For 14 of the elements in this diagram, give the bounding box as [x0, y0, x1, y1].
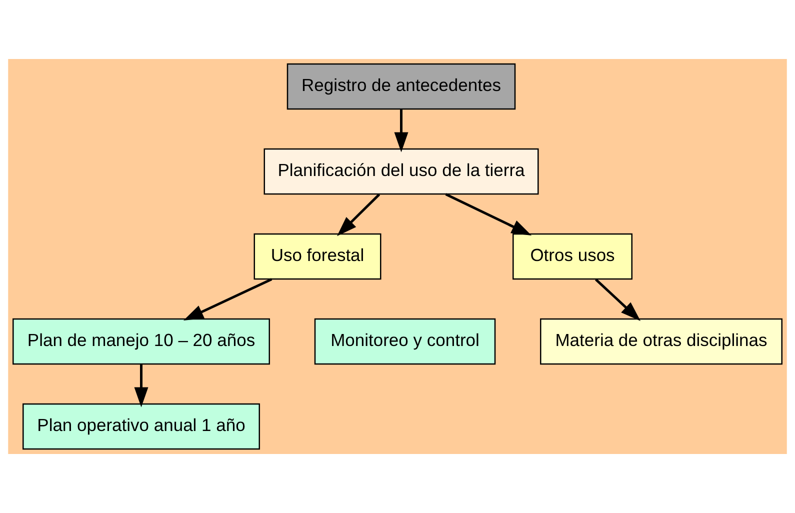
node-box: Uso forestal: [254, 233, 382, 280]
arrow: [594, 278, 641, 322]
node-box: Monitoreo y control: [314, 318, 496, 365]
arrow: [394, 109, 408, 152]
node-box: Materia de otras disciplinas: [540, 318, 782, 365]
arrow: [134, 364, 148, 408]
arrow: [336, 194, 380, 236]
node-box: Registro de antecedentes: [286, 63, 516, 110]
node-box: Otros usos: [512, 233, 632, 280]
node-box: Plan de manejo 10 – 20 años: [12, 318, 270, 365]
node-box: Planificación del uso de la tierra: [264, 148, 539, 195]
node-box: Plan operativo anual 1 año: [22, 403, 260, 450]
arrow: [445, 193, 532, 236]
arrow: [183, 278, 272, 320]
